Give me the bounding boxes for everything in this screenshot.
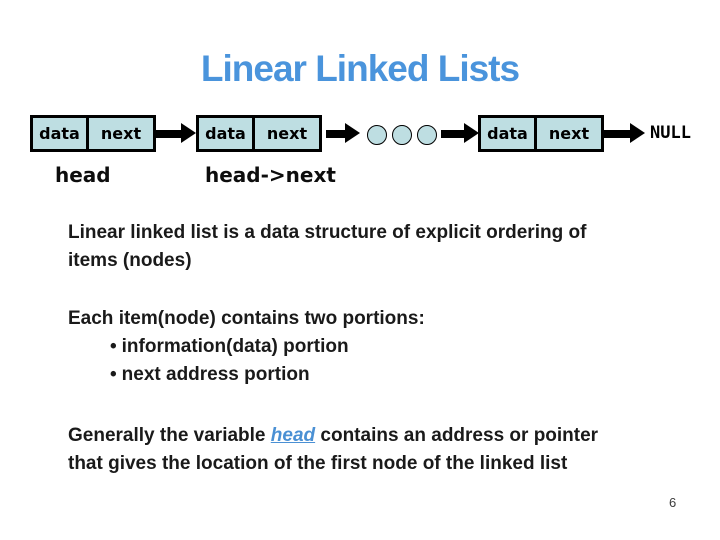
paragraph-portions: Each item(node) contains two portions: •… (68, 305, 425, 389)
arrow-shaft (156, 130, 181, 138)
node-1-data-cell: data (30, 115, 89, 152)
arrow-head-icon (181, 123, 196, 143)
head-link[interactable]: head (270, 425, 316, 446)
arrow-head-icon (630, 123, 645, 143)
linked-list-node-2: data next (196, 115, 322, 152)
paragraph-definition-line-2: items (nodes) (68, 250, 192, 271)
paragraph-head-variable: Generally the variable head contains an … (68, 422, 598, 478)
head-next-pointer-label: head->next (205, 163, 336, 187)
arrow-head-icon (464, 123, 479, 143)
null-terminator-label: NULL (650, 123, 691, 143)
ellipsis-circle-2 (392, 125, 412, 145)
paragraph-portions-heading: Each item(node) contains two portions: (68, 308, 425, 329)
paragraph-head-variable-line-2: that gives the location of the first nod… (68, 453, 568, 474)
linked-list-node-1: data next (30, 115, 156, 152)
arrow-shaft (604, 130, 630, 138)
pointer-arrow-4 (604, 115, 645, 152)
bullet-item-information: •information(data) portion (68, 333, 425, 361)
linked-list-node-3: data next (478, 115, 604, 152)
bullet-icon: • (110, 336, 117, 357)
bullet-item-next-address: •next address portion (68, 361, 425, 389)
node-3-next-cell: next (534, 115, 604, 152)
node-2-data-cell: data (196, 115, 255, 152)
arrow-shaft (326, 130, 345, 138)
pointer-arrow-1 (156, 115, 196, 152)
head-pointer-label: head (55, 163, 111, 187)
node-1-next-cell: next (86, 115, 156, 152)
ellipsis-circle-1 (367, 125, 387, 145)
head-sentence-suffix: contains an address or pointer (315, 425, 599, 446)
page-number: 6 (669, 495, 677, 510)
head-sentence-prefix: Generally the variable (68, 425, 271, 446)
bullet-item-next-address-text: next address portion (121, 364, 310, 385)
node-3-data-cell: data (478, 115, 537, 152)
slide-title: Linear Linked Lists (200, 48, 520, 89)
paragraph-head-variable-line-1: Generally the variable head contains an … (68, 422, 598, 450)
arrow-shaft (441, 130, 464, 138)
paragraph-definition: Linear linked list is a data structure o… (68, 219, 586, 275)
bullet-icon: • (110, 364, 117, 385)
bullet-item-information-text: information(data) portion (121, 336, 349, 357)
pointer-arrow-3 (441, 115, 479, 152)
arrow-head-icon (345, 123, 360, 143)
pointer-arrow-2 (326, 115, 360, 152)
paragraph-definition-line-1: Linear linked list is a data structure o… (68, 222, 587, 243)
node-2-next-cell: next (252, 115, 322, 152)
ellipsis-circle-3 (417, 125, 437, 145)
